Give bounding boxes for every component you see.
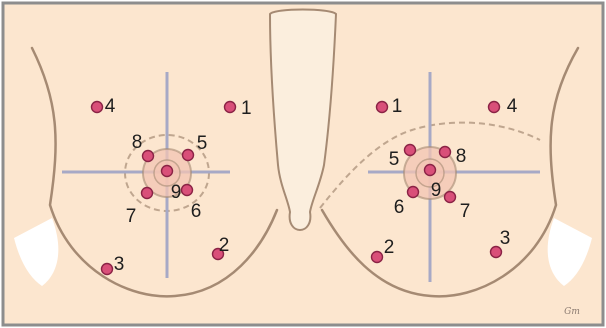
left-point-9-label: 9 [171,182,182,203]
artist-signature: Gm [564,307,580,317]
right-point-7-label: 7 [460,201,471,222]
left-point-7-marker [142,188,153,199]
right-point-1-label: 1 [392,96,403,117]
left-point-8-marker [143,151,154,162]
left-point-4-label: 4 [105,96,116,117]
left-point-1-label: 1 [241,98,252,119]
right-point-2-marker [372,252,383,263]
left-point-1-marker [225,102,236,113]
left-point-4-marker [92,102,103,113]
right-point-3-label: 3 [500,228,511,249]
right-point-5-label: 5 [389,149,400,170]
left-point-6-label: 6 [191,201,202,222]
right-point-6-marker [408,187,419,198]
left-point-2-label: 2 [219,235,230,256]
right-point-4-marker [489,102,500,113]
right-point-7-marker [445,192,456,203]
left-point-8-label: 8 [132,132,143,153]
right-point-8-label: 8 [456,146,467,167]
right-point-1-marker [377,102,388,113]
left-point-5-label: 5 [197,133,208,154]
right-point-9-label: 9 [431,180,442,201]
right-point-9-marker [425,165,436,176]
right-point-5-marker [405,145,416,156]
left-point-9-marker [162,166,173,177]
right-point-4-label: 4 [507,96,518,117]
left-point-6-marker [182,185,193,196]
left-point-3-label: 3 [114,254,125,275]
left-point-3-marker [102,264,113,275]
right-point-8-marker [440,147,451,158]
left-point-7-label: 7 [126,206,137,227]
right-point-6-label: 6 [394,197,405,218]
right-point-2-label: 2 [384,237,395,258]
left-point-5-marker [183,150,194,161]
